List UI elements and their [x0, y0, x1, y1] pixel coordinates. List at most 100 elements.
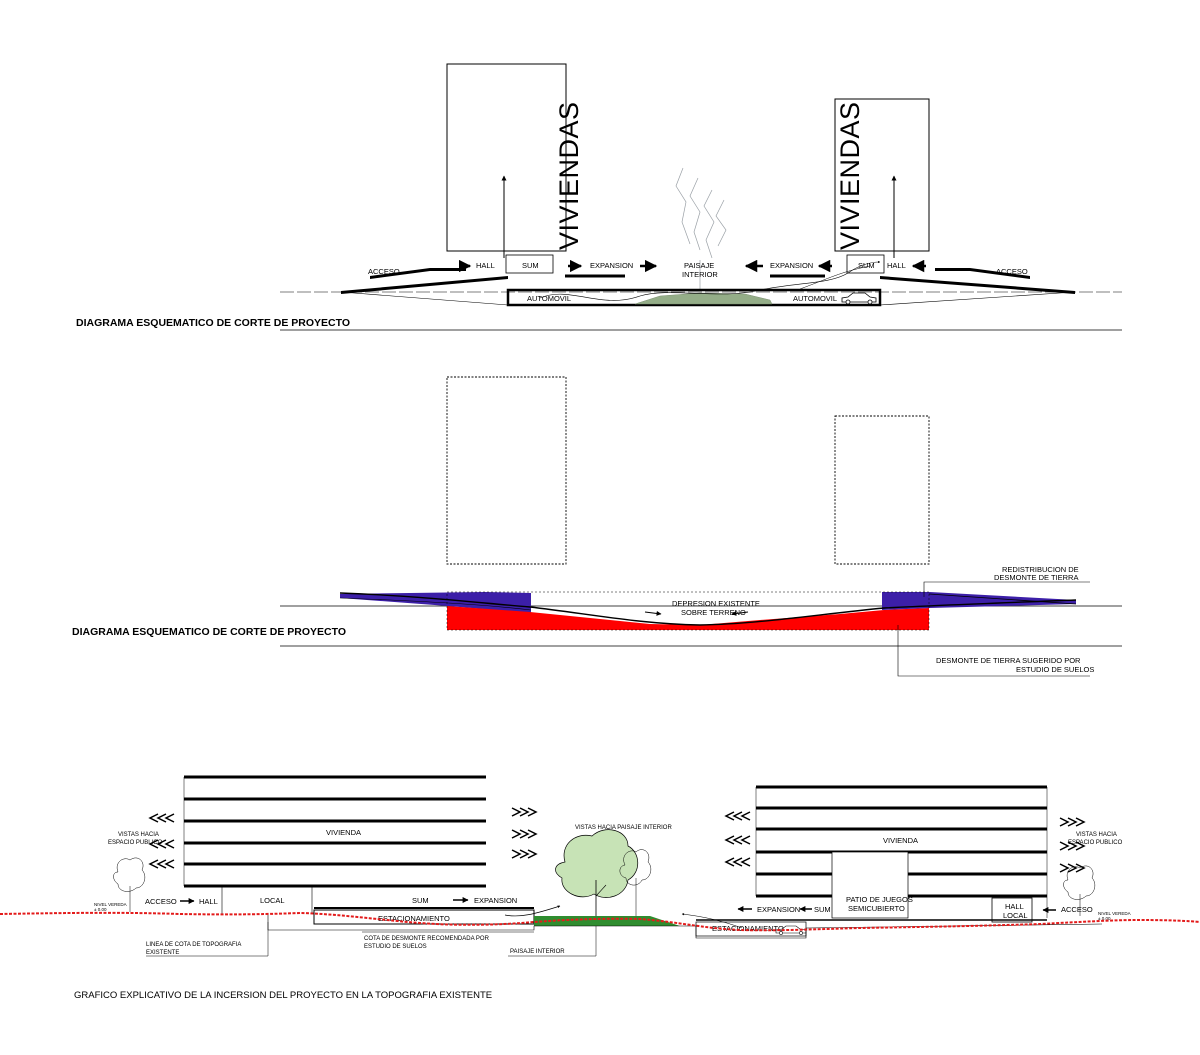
nivel-vereda-right-1: NIVEL VEREDA: [1098, 911, 1131, 916]
topography-line: [0, 911, 1200, 932]
section-diagram-3: VIVIENDA ACCESO HALL LOCAL SUM EXPANSION…: [0, 775, 1200, 957]
acceso-right-label: ACCESO: [1061, 905, 1093, 914]
existing-terrain: [339, 592, 1077, 626]
tower-right: [834, 98, 930, 252]
hall-left-label: HALL: [199, 897, 218, 906]
excavation-red: [447, 606, 929, 630]
sum-box-left: [505, 254, 554, 274]
redistribucion-label-1: REDISTRIBUCION DE: [1002, 565, 1079, 574]
hall-right-label: HALL: [1005, 902, 1024, 911]
sum-box-right: [846, 254, 885, 274]
tower-right-outline: [834, 415, 930, 565]
view-arrow-parking: [504, 905, 561, 917]
vivienda-left-label: VIVIENDA: [326, 828, 361, 837]
tree-left-street: [113, 857, 146, 912]
tower-left-outline: [446, 376, 567, 565]
left-wedge-bottom: [340, 291, 509, 306]
car-icon: [841, 292, 877, 305]
leader-desmonte: [897, 625, 1090, 677]
car-path: [539, 260, 881, 301]
view-chevrons-left: [148, 813, 175, 869]
acceso-right-label: ACCESO: [996, 267, 1028, 276]
sum-left-label: SUM: [412, 896, 429, 905]
depresion-label-2: SOBRE TERRENO: [681, 608, 746, 617]
left-ramp: [370, 268, 466, 279]
terrain-thin-left: [339, 597, 532, 611]
expansion-right-label: EXPANSION: [757, 905, 800, 914]
nivel-vereda-left-2: ± 0.00: [94, 907, 107, 912]
local-right-label: LOCAL: [1003, 911, 1028, 920]
vistas-publico-left-2: ESPACIO PUBLICO: [108, 840, 163, 846]
paisaje-interior-label: PAISAJE INTERIOR: [510, 949, 565, 955]
tower-right-label: VIVIENDAS: [835, 101, 865, 250]
desmonte-label-1: DESMONTE DE TIERRA SUGERIDO POR: [936, 656, 1081, 665]
section-diagram-1: VIVIENDAS VIVIENDAS: [76, 63, 1122, 331]
car-path-2: [799, 265, 871, 290]
vistas-publico-left-1: VISTAS HACIA: [118, 832, 159, 838]
paisaje-label-2: INTERIOR: [682, 270, 718, 279]
depresion-label-1: DEPRESION EXISTENTE: [672, 599, 760, 608]
nivel-vereda-left-1: NIVEL VEREDA: [94, 902, 127, 907]
right-wedge: [880, 276, 1075, 294]
paisaje-label-1: PAISAJE: [684, 261, 714, 270]
desmonte-label-2: ESTUDIO DE SUELOS: [1016, 665, 1094, 674]
nivel-vereda-right-2: ± 0.00: [1098, 916, 1111, 921]
patio-label-1: PATIO DE JUEGOS: [846, 895, 913, 904]
acceso-left-label: ACCESO: [145, 897, 177, 906]
section-diagram-2: DEPRESION EXISTENTE SOBRE TERRENO REDIST…: [72, 376, 1122, 677]
automovil-right-label: AUTOMOVIL: [793, 294, 837, 303]
arrow-depresion-right: [731, 610, 749, 616]
vistas-publico-right-1: VISTAS HACIA: [1076, 832, 1117, 838]
left-building-floors: [184, 775, 486, 888]
diagram-2-title: DIAGRAMA ESQUEMATICO DE CORTE DE PROYECT…: [72, 626, 346, 638]
terrain-thin-right: [928, 593, 1077, 605]
tree-right-street: [1063, 865, 1096, 916]
hall-local-box: [991, 897, 1033, 923]
hall-right-label: HALL: [887, 261, 906, 270]
cota-desmonte-label-1: COTA DE DESMONTE RECOMENDADA POR: [364, 936, 490, 942]
tower-left-label: VIVIENDAS: [554, 101, 584, 250]
linea-cota-label-1: LINEA DE COTA DE TOPOGRAFIA: [146, 942, 241, 948]
acceso-left-label: ACCESO: [368, 267, 400, 276]
view-arrow-right: [681, 913, 743, 929]
vistas-publico-right-2: ESPACIO PUBLICO: [1068, 840, 1123, 846]
diagram-1-title: DIAGRAMA ESQUEMATICO DE CORTE DE PROYECT…: [76, 317, 350, 329]
tower-left: [446, 63, 567, 252]
right-ramp: [935, 268, 1030, 279]
view-chevrons-right: [1059, 817, 1086, 873]
expansion-left-label: EXPANSION: [474, 896, 517, 905]
linea-cota-label-2: EXISTENTE: [146, 950, 179, 956]
expansion-right-label: EXPANSION: [770, 261, 813, 270]
landscape-sketch: [675, 167, 727, 290]
basement-parking: [506, 288, 882, 307]
vistas-paisaje-label: VISTAS HACIA PAISAJE INTERIOR: [575, 825, 672, 831]
cota-desmonte-line: [267, 914, 1103, 939]
expansion-left-label: EXPANSION: [590, 261, 633, 270]
landscape-mound: [634, 292, 773, 305]
patio-box: [831, 851, 909, 919]
sum-right-label: SUM: [814, 905, 831, 914]
view-chevrons-center-left: [511, 807, 538, 859]
tree-large: [555, 829, 639, 918]
estacionamiento-right-label: ESTACIONAMIENTO: [712, 924, 784, 933]
right-wedge-bottom: [879, 291, 1076, 306]
patio-label-2: SEMICUBIERTO: [848, 904, 905, 913]
automovil-left-label: AUTOMOVIL: [527, 294, 571, 303]
hall-left-label: HALL: [476, 261, 495, 270]
estacionamiento-left-label: ESTACIONAMIENTO: [378, 914, 450, 923]
sum-left-label: SUM: [522, 261, 539, 270]
tree-small: [619, 849, 652, 918]
leader-paisaje-interior: [508, 926, 597, 957]
redistribucion-label-2: DESMONTE DE TIERRA: [994, 573, 1078, 582]
right-building-floors: [756, 785, 1047, 898]
view-chevrons-center-right: [724, 811, 751, 867]
local-left-label: LOCAL: [260, 896, 285, 905]
sum-right-label: SUM: [858, 261, 875, 270]
leader-linea-cota: [146, 922, 269, 957]
sheet-caption: GRAFICO EXPLICATIVO DE LA INCERSION DEL …: [74, 990, 492, 1001]
leader-redistribucion: [923, 581, 1090, 597]
left-wedge: [341, 276, 508, 294]
arrow-depresion-left: [644, 610, 662, 616]
